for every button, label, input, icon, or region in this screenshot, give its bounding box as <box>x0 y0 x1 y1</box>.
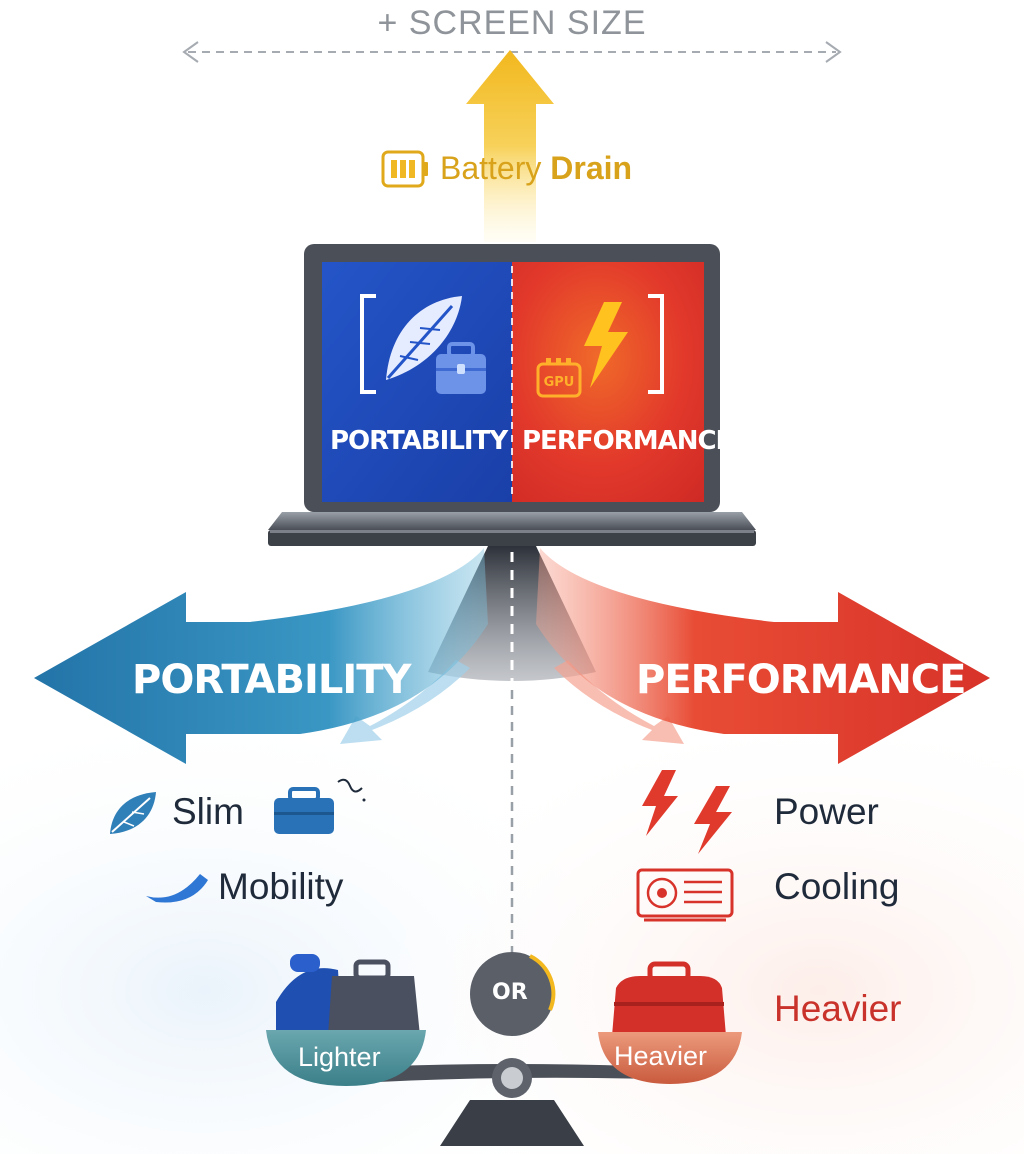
battery-label-prefix: Battery <box>440 150 551 186</box>
feature-mobility: Mobility <box>218 866 344 907</box>
screen-size-label: + SCREEN SIZE <box>377 4 647 42</box>
gpu-chip-label: GPU <box>544 375 575 390</box>
heavier-pan-label: Heavier <box>614 1041 708 1071</box>
or-label: OR <box>492 980 528 1005</box>
performance-arrow <box>536 548 990 764</box>
screen-performance-label: PERFORMANCE <box>522 426 733 456</box>
swoosh-right-small <box>554 660 684 744</box>
leaf-icon <box>110 792 156 834</box>
lighter-pan-label: Lighter <box>298 1042 381 1072</box>
heavier-pan <box>598 961 742 1084</box>
balance-scale <box>340 952 684 1146</box>
lightning-pair-icon <box>642 770 732 854</box>
battery-drain-label: Battery Drain <box>440 152 632 184</box>
briefcase-icon <box>436 342 486 394</box>
swoosh-left-small <box>340 660 470 744</box>
feather-icon <box>386 296 462 380</box>
portability-arrow <box>34 548 488 764</box>
lightning-icon <box>584 302 628 388</box>
battery-icon <box>381 150 428 188</box>
lighter-pan <box>266 954 426 1086</box>
heavier-note: Heavier <box>774 988 902 1029</box>
screen-portability-label: PORTABILITY <box>330 426 508 456</box>
feature-cooling: Cooling <box>774 866 900 907</box>
battery-label-bold: Drain <box>550 150 633 186</box>
mobility-swoosh-icon <box>146 874 208 903</box>
screen-brackets <box>360 294 664 394</box>
arrow-performance-label: PERFORMANCE <box>636 657 966 703</box>
briefcase-blue-icon <box>274 778 366 834</box>
feature-power: Power <box>774 791 879 832</box>
screen-size-arrow <box>182 41 842 63</box>
cooling-unit-icon <box>636 868 734 922</box>
arrow-portability-label: PORTABILITY <box>132 657 411 703</box>
screen-performance-panel <box>512 262 704 502</box>
laptop <box>268 244 756 546</box>
gpu-chip-icon: GPU <box>536 358 582 398</box>
feature-slim: Slim <box>172 791 244 832</box>
battery-drain-arrow <box>466 50 554 242</box>
